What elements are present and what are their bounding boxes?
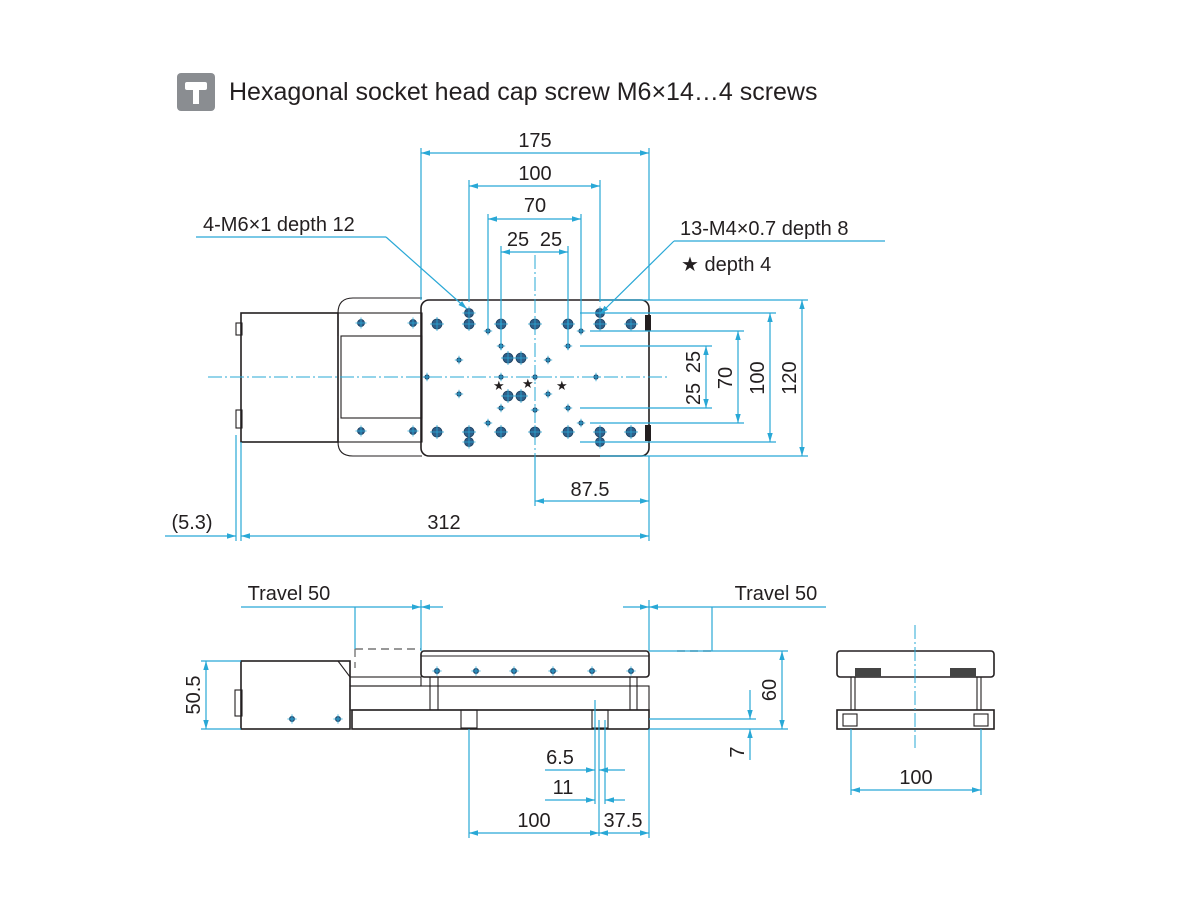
- star-mark: ★: [522, 376, 534, 391]
- dim-100-end: 100: [899, 767, 932, 789]
- dim-60: 60: [759, 679, 781, 701]
- header-title: Hexagonal socket head cap screw M6×14…4 …: [229, 77, 818, 106]
- travel-right: Travel 50: [735, 583, 818, 605]
- dim-100-top: 100: [518, 163, 551, 185]
- dim-37-5: 37.5: [604, 810, 643, 832]
- motor-connector: [235, 409, 243, 429]
- dim-6-5: 6.5: [546, 747, 574, 769]
- dim-5-3: (5.3): [171, 512, 212, 534]
- side-dimensions: Travel 50 Travel 50 50.5 60 7 6.5 11: [183, 583, 826, 838]
- end-view: 100: [836, 625, 995, 795]
- side-table: [420, 650, 650, 678]
- dim-7: 7: [727, 746, 749, 757]
- screw-icon: [177, 73, 215, 111]
- hole-pattern: [355, 306, 638, 449]
- dim-70-right: 70: [715, 367, 737, 389]
- note-star-depth: ★ depth 4: [681, 254, 771, 276]
- note-m6-holes: 4-M6×1 depth 12: [203, 214, 355, 236]
- travel-left: Travel 50: [248, 583, 331, 605]
- dim-87-5: 87.5: [571, 479, 610, 501]
- note-m4-holes: 13-M4×0.7 depth 8: [680, 218, 848, 240]
- motor-connector: [235, 322, 243, 336]
- star-mark: ★: [493, 378, 505, 393]
- dim-100-right: 100: [747, 361, 769, 394]
- header: Hexagonal socket head cap screw M6×14…4 …: [177, 72, 818, 112]
- top-view: ★ ★ ★: [208, 255, 670, 480]
- side-carriage: [349, 685, 650, 711]
- dim-25-left: 25: [507, 229, 529, 251]
- dim-25-upper: 25: [683, 351, 705, 373]
- star-mark: ★: [556, 378, 568, 393]
- top-dimensions: 175 100 70 25 25: [420, 130, 650, 350]
- dim-25-lower: 25: [683, 383, 705, 405]
- dim-70-top: 70: [524, 195, 546, 217]
- right-dimensions: 120 100 70 25 25: [580, 299, 808, 457]
- dim-175: 175: [518, 130, 551, 152]
- bottom-dimensions: 87.5 312 (5.3): [165, 435, 650, 541]
- side-view: [234, 648, 712, 730]
- dim-25-right: 25: [540, 229, 562, 251]
- dim-120: 120: [779, 361, 801, 394]
- dim-11: 11: [553, 777, 574, 799]
- dim-312: 312: [427, 512, 460, 534]
- dim-50-5: 50.5: [183, 676, 205, 715]
- dim-100-side: 100: [517, 810, 550, 832]
- leaders: 4-M6×1 depth 12 13-M4×0.7 depth 8 ★ dept…: [196, 214, 885, 315]
